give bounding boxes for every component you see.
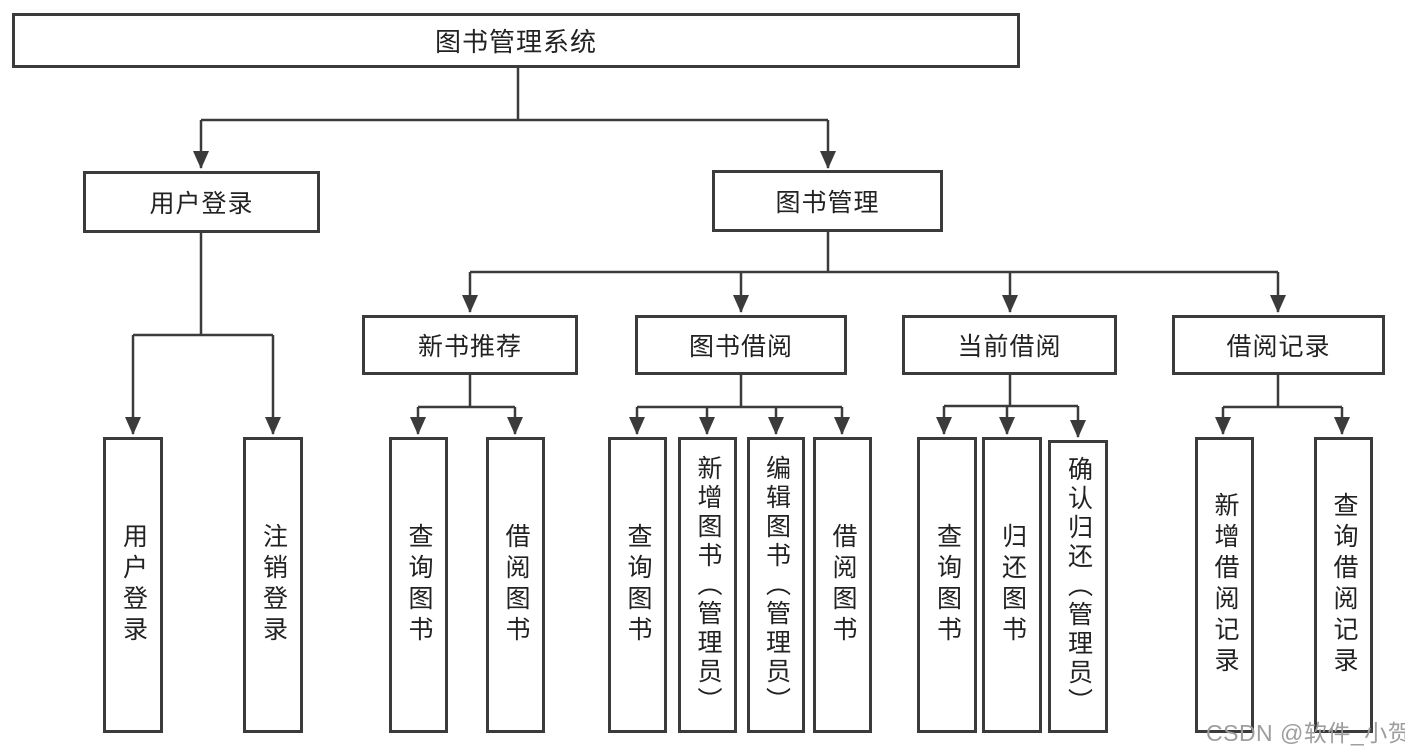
node-new-book-recommend: 新书推荐 (362, 315, 578, 375)
leaf-borrow-books-1: 借阅图书 (486, 437, 545, 733)
leaf-query-books-3: 查询图书 (917, 437, 977, 733)
leaf-query-borrow-record: 查询借阅记录 (1314, 437, 1373, 733)
node-user-login: 用户登录 (83, 171, 320, 233)
node-book-borrowing: 图书借阅 (635, 315, 847, 375)
leaf-logout: 注销登录 (243, 437, 303, 733)
node-borrowing-records: 借阅记录 (1172, 315, 1385, 375)
leaf-query-books-1: 查询图书 (389, 437, 448, 733)
leaf-user-login: 用户登录 (103, 437, 163, 733)
leaf-add-borrow-record: 新增借阅记录 (1195, 437, 1254, 733)
node-current-borrowing: 当前借阅 (902, 315, 1117, 375)
node-book-management: 图书管理 (712, 170, 943, 232)
leaf-query-books-2: 查询图书 (608, 437, 667, 733)
leaf-borrow-books-2: 借阅图书 (813, 437, 872, 733)
leaf-return-book: 归还图书 (982, 437, 1042, 733)
leaf-add-book-admin: 新增图书（管理员） (678, 437, 737, 733)
watermark: CSDN @软件_小贺同学 (1206, 720, 1405, 746)
node-root: 图书管理系统 (12, 13, 1020, 68)
leaf-confirm-return-admin: 确认归还（管理员） (1048, 440, 1108, 733)
leaf-edit-book-admin: 编辑图书（管理员） (747, 437, 805, 733)
